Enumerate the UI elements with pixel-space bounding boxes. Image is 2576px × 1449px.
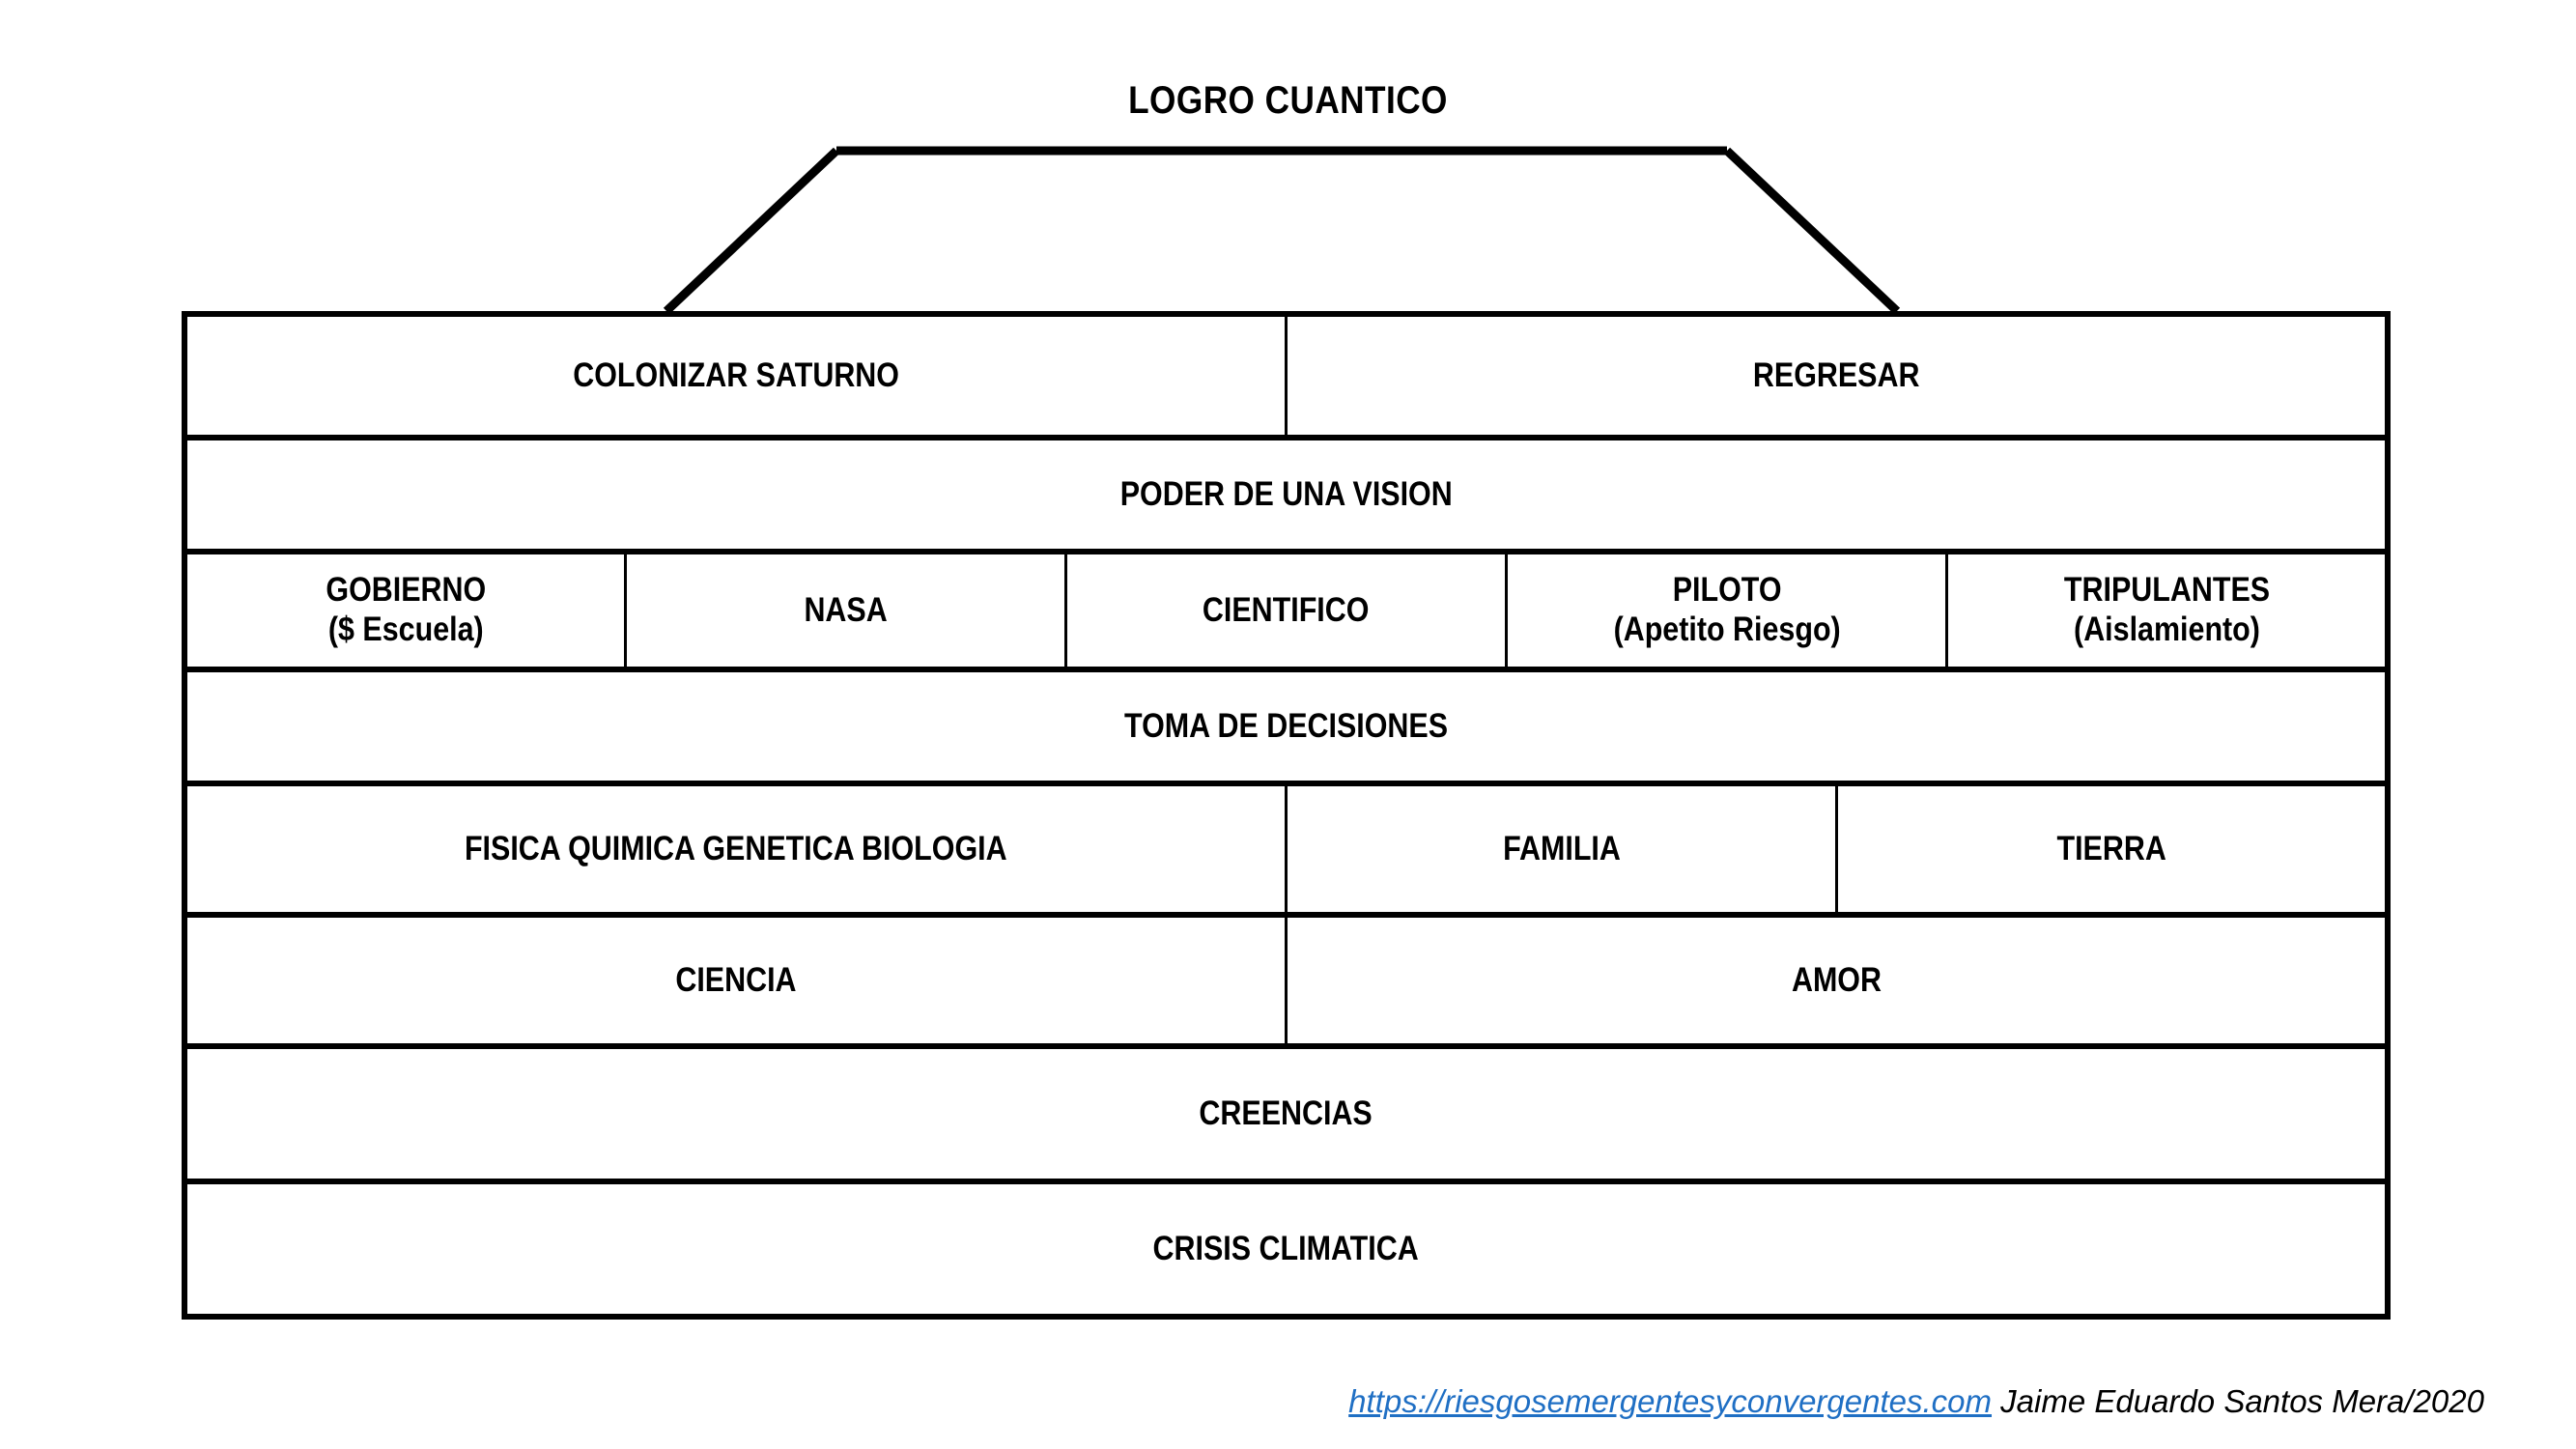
cell-label: CIENCIA (675, 960, 797, 999)
cell-label: TRIPULANTES (Aislamiento) (2063, 571, 2270, 648)
table-row-decisions: TOMA DE DECISIONES (182, 667, 2391, 786)
cell-label: FISICA QUIMICA GENETICA BIOLOGIA (465, 829, 1007, 867)
cell-label: CREENCIAS (1199, 1094, 1373, 1132)
funnel-right-edge (1723, 147, 1901, 315)
cell-piloto[interactable]: PILOTO (Apetito Riesgo) (1505, 549, 1949, 672)
table-row-domains: FISICA QUIMICA GENETICA BIOLOGIA FAMILIA… (181, 781, 2392, 918)
cell-amor[interactable]: AMOR (1284, 912, 2391, 1049)
table-row-objectives: COLONIZAR SATURNO REGRESAR (181, 311, 2391, 440)
cell-cientifico[interactable]: CIENTIFICO (1063, 549, 1509, 672)
cell-label: TIERRA (2056, 829, 2166, 867)
cell-label: PILOTO (Apetito Riesgo) (1613, 571, 1841, 648)
table-row-values: CIENCIA AMOR (181, 912, 2391, 1049)
cell-gobierno[interactable]: GOBIERNO ($ Escuela) (181, 549, 627, 672)
table-row-beliefs: CREENCIAS (182, 1043, 2391, 1184)
author-credit: Jaime Eduardo Santos Mera/2020 (1992, 1383, 2484, 1419)
cell-label: FAMILIA (1502, 829, 1621, 867)
cell-label: GOBIERNO ($ Escuela) (325, 571, 486, 648)
table-row-base: CRISIS CLIMATICA (182, 1179, 2391, 1320)
cell-tripulantes[interactable]: TRIPULANTES (Aislamiento) (1945, 549, 2392, 672)
cell-poder-de-una-vision[interactable]: PODER DE UNA VISION (182, 435, 2391, 554)
cell-label: PODER DE UNA VISION (1119, 474, 1453, 513)
cell-label: NASA (804, 590, 888, 629)
cell-label: AMOR (1791, 960, 1882, 999)
table-row-vision: PODER DE UNA VISION (182, 435, 2391, 554)
cell-label: CRISIS CLIMATICA (1152, 1229, 1420, 1267)
cell-label: COLONIZAR SATURNO (573, 355, 899, 394)
cell-nasa[interactable]: NASA (623, 549, 1067, 672)
page-title: LOGRO CUANTICO (1128, 79, 1448, 122)
site-url-link[interactable]: https://riesgosemergentesyconvergentes.c… (1348, 1383, 1993, 1419)
cell-label: REGRESAR (1752, 355, 1920, 394)
pyramid-table: COLONIZAR SATURNO REGRESAR PODER DE UNA … (181, 311, 2392, 1320)
cell-creencias[interactable]: CREENCIAS (182, 1043, 2391, 1184)
funnel-left-edge (663, 147, 840, 315)
cell-label: TOMA DE DECISIONES (1123, 706, 1449, 745)
table-row-actors: GOBIERNO ($ Escuela) NASA CIENTIFICO PIL… (181, 549, 2392, 672)
footer-credit: https://riesgosemergentesyconvergentes.c… (0, 1383, 2576, 1420)
cell-ciencias[interactable]: FISICA QUIMICA GENETICA BIOLOGIA (181, 781, 1288, 918)
cell-label: CIENTIFICO (1203, 590, 1370, 629)
cell-crisis-climatica[interactable]: CRISIS CLIMATICA (182, 1179, 2391, 1320)
cell-ciencia[interactable]: CIENCIA (181, 912, 1288, 1049)
cell-regresar[interactable]: REGRESAR (1284, 311, 2391, 440)
cell-colonizar-saturno[interactable]: COLONIZAR SATURNO (181, 311, 1288, 440)
cell-toma-de-decisiones[interactable]: TOMA DE DECISIONES (182, 667, 2391, 786)
cell-tierra[interactable]: TIERRA (1835, 781, 2392, 918)
cell-familia[interactable]: FAMILIA (1284, 781, 1839, 918)
